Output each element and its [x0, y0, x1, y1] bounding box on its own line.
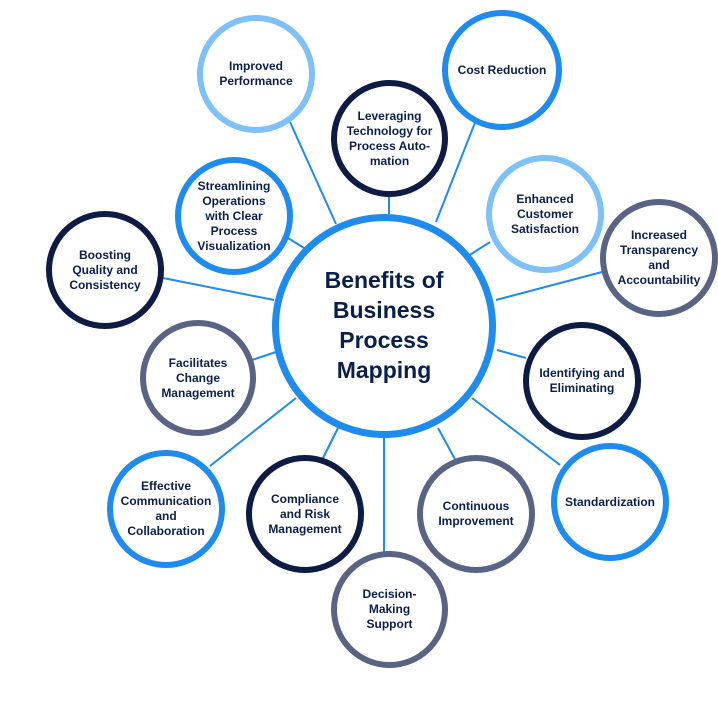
benefit-label: Boosting Quality and Consistency — [69, 247, 141, 292]
center-title: Benefits of Business Process Mapping — [324, 267, 444, 383]
connector-improved-performance — [289, 121, 337, 225]
benefit-label: Continuous Improvement — [438, 499, 514, 528]
benefit-label: Standardization — [565, 494, 656, 509]
connector-compliance — [322, 427, 339, 459]
benefit-continuous-improvement: Continuous Improvement — [417, 455, 535, 573]
benefit-customer-satisfaction: Enhanced Customer Satisfaction — [486, 155, 604, 273]
benefit-leveraging-technology: Leveraging Technology for Process Auto-m… — [331, 80, 448, 197]
benefit-label: Enhanced Customer Satisfaction — [510, 191, 579, 236]
benefit-transparency-accountability: Increased Transparency and Accountabilit… — [600, 199, 718, 317]
connector-communication — [209, 397, 297, 467]
connector-continuous-improvement — [437, 427, 457, 462]
benefit-identifying-eliminating: Identifying and Eliminating — [523, 322, 641, 440]
benefit-label: Increased Transparency and Accountabilit… — [617, 228, 701, 287]
benefit-compliance-risk: Compliance and Risk Management — [246, 455, 364, 573]
connector-streamlining-operations — [287, 237, 305, 249]
benefit-communication-collaboration: Effective Communication and Collaboratio… — [107, 450, 225, 568]
benefit-standardization: Standardization — [551, 443, 669, 561]
connector-customer-satisfaction — [467, 241, 491, 257]
connector-boosting-quality — [162, 277, 275, 301]
center-topic: Benefits of Business Process Mapping — [272, 214, 496, 438]
benefit-label: Compliance and Risk Management — [268, 491, 342, 536]
connector-transparency — [495, 271, 603, 301]
benefit-boosting-quality: Boosting Quality and Consistency — [46, 211, 164, 329]
benefit-label: Cost Reduction — [457, 62, 547, 77]
benefit-improved-performance: Improved Performance — [197, 15, 315, 133]
connector-identifying-eliminating — [496, 349, 527, 359]
benefit-label: Streamlining Operations with Clear Proce… — [197, 178, 271, 253]
benefit-change-management: Facilitates Change Management — [140, 320, 256, 436]
benefit-label: Leveraging Technology for Process Auto-m… — [346, 108, 433, 168]
connector-change-management — [251, 351, 277, 361]
benefit-cost-reduction: Cost Reduction — [442, 10, 562, 130]
benefit-label: Identifying and Eliminating — [539, 366, 625, 395]
benefit-label: Decision-Making Support — [362, 587, 417, 631]
connector-standardization — [471, 397, 561, 466]
connector-cost-reduction — [435, 119, 477, 223]
benefit-label: Improved Performance — [219, 59, 293, 88]
benefit-decision-making: Decision-Making Support — [331, 551, 448, 668]
benefit-label: Facilitates Change Management — [161, 355, 235, 400]
benefit-streamlining-operations: Streamlining Operations with Clear Proce… — [175, 157, 293, 275]
benefit-label: Effective Communication and Collaboratio… — [120, 479, 212, 538]
